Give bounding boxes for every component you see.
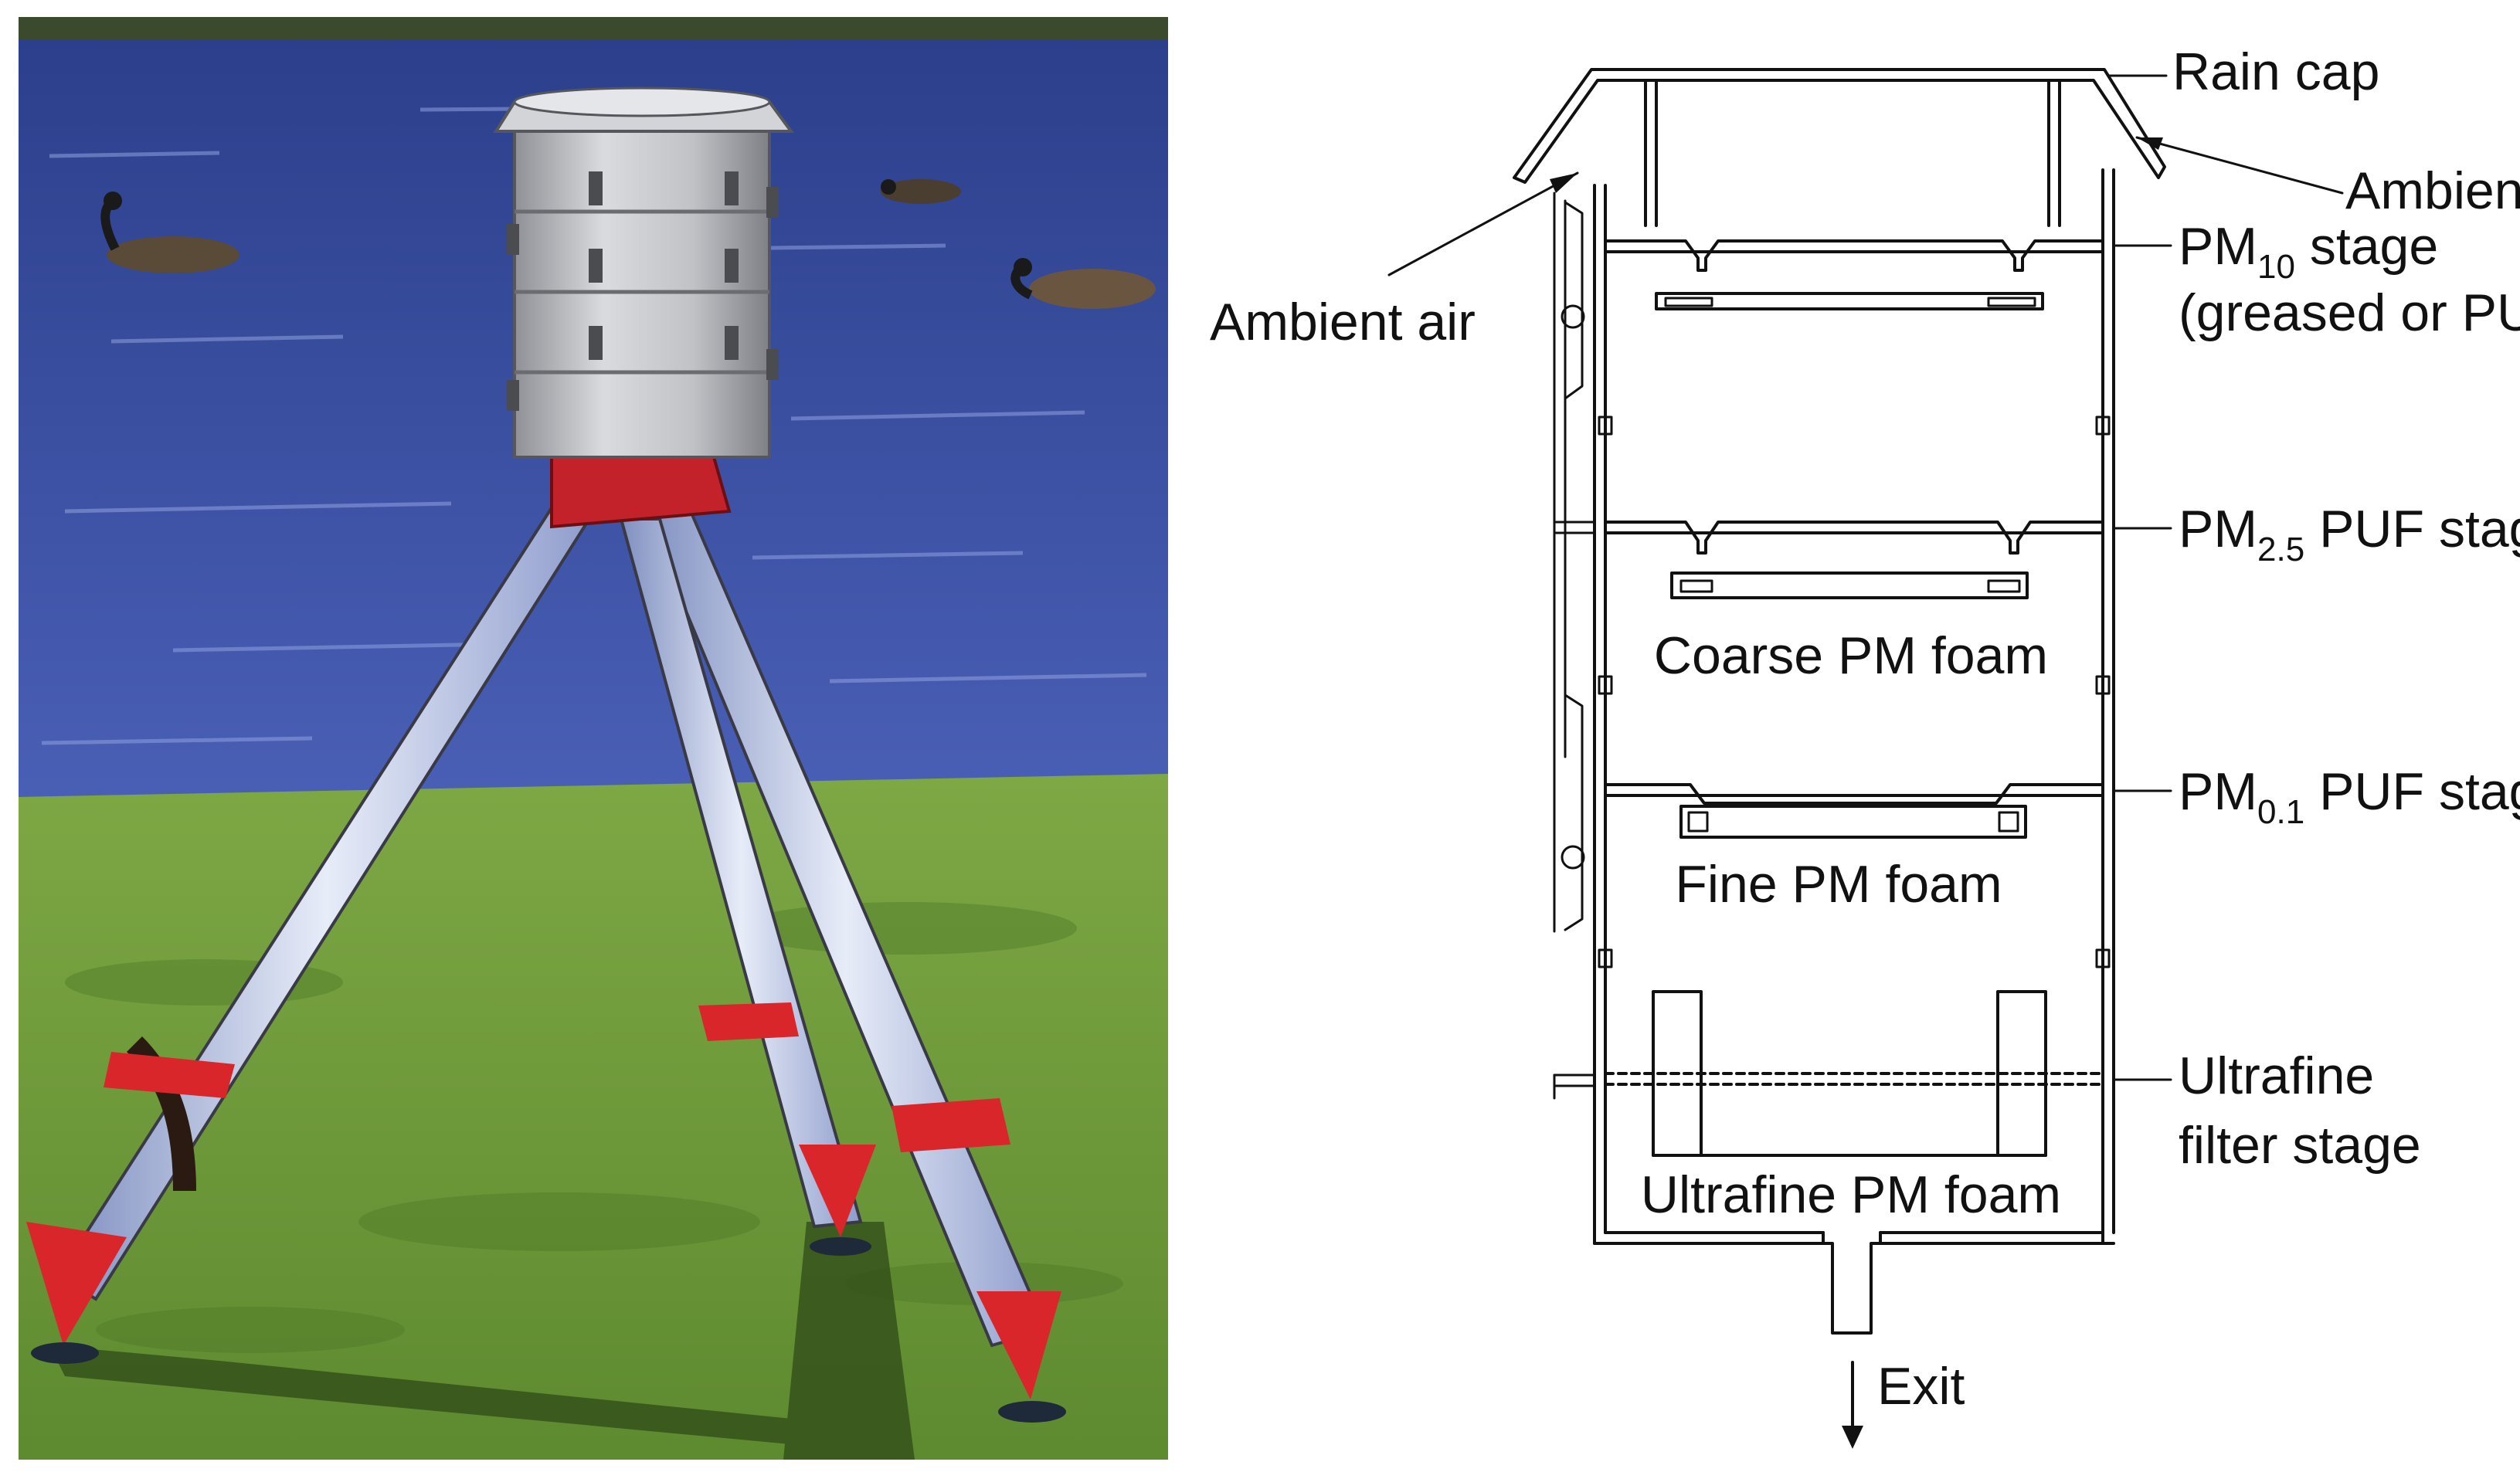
leg-strap (127, 1036, 196, 1191)
pm10-stage-label: PM10 stage (2179, 217, 2438, 286)
fine-foam-label: Fine PM foam (1675, 855, 2002, 914)
ultrafine-stage-label-line1: Ultrafine (2179, 1046, 2374, 1105)
goose-left (100, 192, 239, 273)
ultrafine-foam-label: Ultrafine PM foam (1641, 1165, 2061, 1224)
pm10-stage-note: (greased or PUF) (2179, 283, 2520, 342)
sampler-diagram-svg: Rain cap Ambient air Ambient air PM10 st… (1210, 42, 2520, 1449)
pm25-stage-plate (1604, 521, 2104, 599)
airflow-arrows (1387, 136, 2344, 1449)
pm10-stage-plate (1604, 239, 2104, 310)
sampler-housing (1593, 168, 2115, 1335)
sampler-cross-section-diagram: Rain cap Ambient air Ambient air PM10 st… (1168, 0, 2520, 1472)
goose-middle (881, 179, 961, 204)
sampler-photo-illustration (19, 17, 1168, 1460)
pm25-stage-label: PM2.5 PUF stage (2179, 500, 2520, 568)
label-leader-lines (2107, 74, 2172, 1081)
pm01-stage-plate (1604, 783, 2104, 839)
tripod-red-feet (26, 1145, 1061, 1399)
goose-right (1010, 258, 1156, 309)
tripod-red-clamps (104, 1002, 1010, 1152)
rain-cap-label: Rain cap (2172, 42, 2379, 101)
ambient-air-left-label: Ambient air (1210, 293, 1476, 351)
ultrafine-filter-stage (1604, 990, 2104, 1157)
exit-label: Exit (1877, 1357, 1965, 1416)
coarse-foam-label: Coarse PM foam (1654, 626, 2048, 685)
ultrafine-stage-label-line2: filter stage (2179, 1116, 2421, 1175)
pm01-stage-label: PM0.1 PUF stage (2179, 762, 2520, 831)
ambient-air-right-label: Ambient air (2345, 161, 2520, 220)
sampler-canister (507, 124, 779, 459)
sampler-cap-top (513, 86, 771, 117)
water-ripples (41, 106, 1147, 745)
rain-cap-shape (1513, 68, 2166, 227)
sampler-photo (19, 17, 1168, 1460)
tripod-foot-pads (31, 1237, 1066, 1423)
side-latches (1553, 192, 2111, 1100)
tripod-shadow (49, 1222, 915, 1460)
